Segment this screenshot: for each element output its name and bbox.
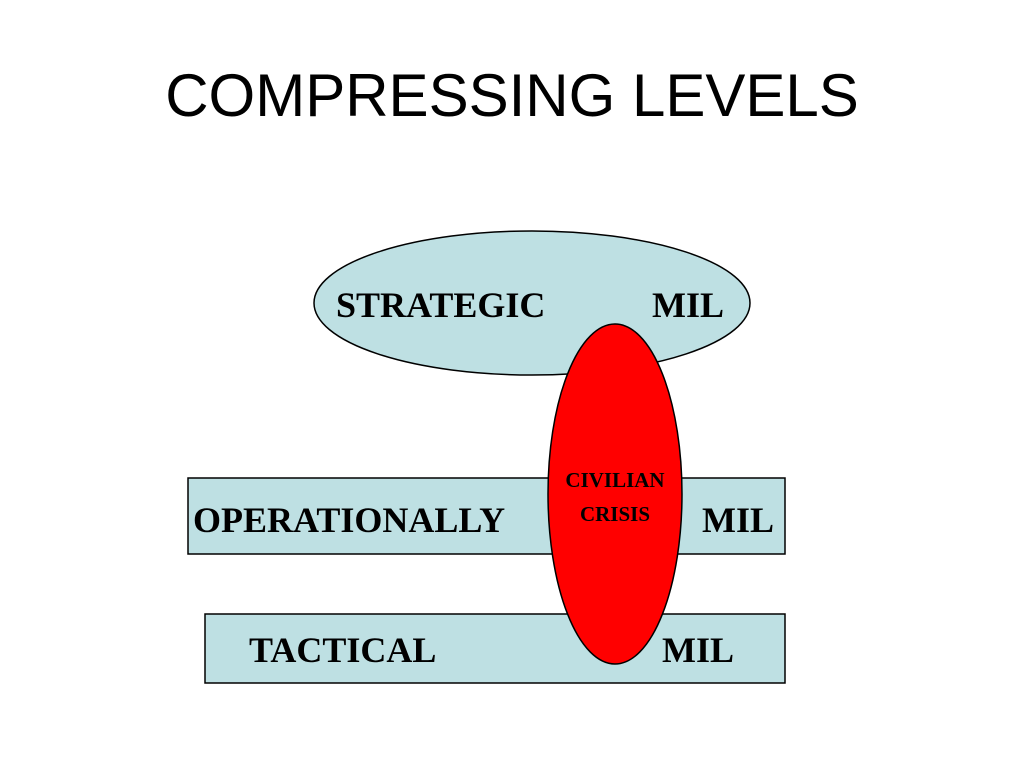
tactical-label: TACTICAL: [249, 630, 436, 670]
operational-label: OPERATIONALLY: [193, 500, 505, 540]
tactical-box: [204, 613, 786, 684]
crisis-label-line2: CRISIS: [580, 502, 650, 526]
tactical-mil-label: MIL: [662, 630, 734, 670]
crisis-ellipse: [547, 323, 683, 665]
strategic-level: STRATEGIC MIL: [313, 230, 751, 376]
civilian-crisis: CIVILIAN CRISIS: [547, 323, 683, 665]
strategic-mil-label: MIL: [652, 285, 724, 325]
operational-box: [187, 477, 786, 555]
crisis-label-line1: CIVILIAN: [565, 468, 664, 492]
tactical-level: TACTICAL MIL: [204, 613, 786, 684]
operational-level: OPERATIONALLY MIL: [187, 477, 786, 555]
operational-mil-label: MIL: [702, 500, 774, 540]
slide-title: COMPRESSING LEVELS: [165, 62, 859, 129]
strategic-label: STRATEGIC: [336, 285, 545, 325]
